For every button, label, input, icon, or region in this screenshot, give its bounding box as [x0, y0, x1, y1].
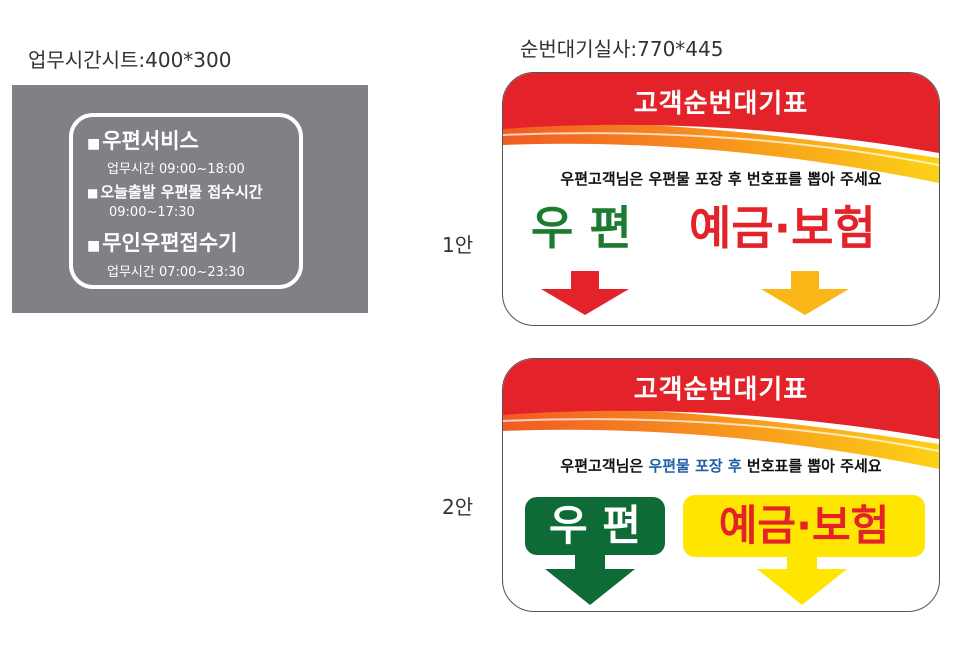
sign-title: 고객순번대기표 — [633, 375, 809, 405]
work-hours-sheet: ■우편서비스 업무시간 09:00~18:00 ■오늘출발 우편물 접수시간 0… — [12, 85, 368, 313]
work-sheet-caption: 업무시간시트:400*300 — [28, 48, 232, 72]
banner-graphic — [503, 359, 939, 605]
banner-swoosh — [503, 121, 939, 183]
arrow-down-icon — [757, 553, 847, 605]
arrow-down-icon — [545, 553, 635, 605]
service-hours: 업무시간 09:00~18:00 — [107, 162, 245, 177]
banking-insurance-label: 예금·보험 — [689, 201, 876, 255]
banking-insurance-label: 예금·보험 — [718, 501, 890, 550]
bullet-icon: ■ — [87, 238, 101, 254]
postal-label: 우 편 — [549, 501, 641, 550]
banner-swoosh — [503, 407, 939, 469]
service-hours: 업무시간 07:00~23:30 — [107, 265, 245, 280]
bullet-icon: ■ — [87, 186, 99, 200]
banner-graphic — [503, 73, 939, 315]
sign-notice: 우편고객님은 우편물 포장 후 번호표를 뽑아 주세요 — [503, 455, 939, 476]
option-label-1: 1안 — [442, 233, 474, 257]
arrow-down-icon — [761, 271, 849, 315]
service-item-same-day: ■오늘출발 우편물 접수시간 — [87, 181, 263, 202]
notice-text: 번호표를 뽑아 주세요 — [741, 457, 882, 475]
ticket-sign-caption: 순번대기실사:770*445 — [520, 37, 724, 61]
service-hours: 09:00~17:30 — [109, 205, 195, 220]
banner-red — [503, 359, 939, 439]
notice-highlight: 우편물 포장 후 — [648, 457, 742, 475]
banking-insurance-label-box: 예금·보험 — [683, 495, 925, 557]
service-item-postal: ■우편서비스 — [87, 125, 199, 155]
postal-label-box: 우 편 — [525, 497, 665, 555]
service-title: 무인우편접수기 — [102, 231, 238, 255]
work-hours-frame: ■우편서비스 업무시간 09:00~18:00 ■오늘출발 우편물 접수시간 0… — [69, 113, 303, 289]
service-item-kiosk: ■무인우편접수기 — [87, 227, 237, 257]
banner-red — [503, 73, 939, 153]
banner-highlight — [503, 132, 939, 166]
sign-notice: 우편고객님은 우편물 포장 후 번호표를 뽑아 주세요 — [560, 170, 882, 188]
arrow-down-icon — [541, 271, 629, 315]
notice-text: 우편고객님은 — [560, 457, 649, 475]
sign-title: 고객순번대기표 — [633, 89, 809, 119]
bullet-icon: ■ — [87, 136, 101, 152]
service-title: 오늘출발 우편물 접수시간 — [100, 183, 263, 201]
postal-label: 우 편 — [531, 201, 632, 255]
ticket-sign-option-2: 고객순번대기표 우편고객님은 우편물 포장 후 번호표를 뽑아 주세요 우 편 … — [502, 358, 940, 612]
option-label-2: 2안 — [442, 495, 474, 519]
ticket-sign-option-1: 고객순번대기표 우편고객님은 우편물 포장 후 번호표를 뽑아 주세요 우 편 … — [502, 72, 940, 326]
service-title: 우편서비스 — [102, 129, 199, 153]
banner-highlight — [503, 418, 939, 452]
